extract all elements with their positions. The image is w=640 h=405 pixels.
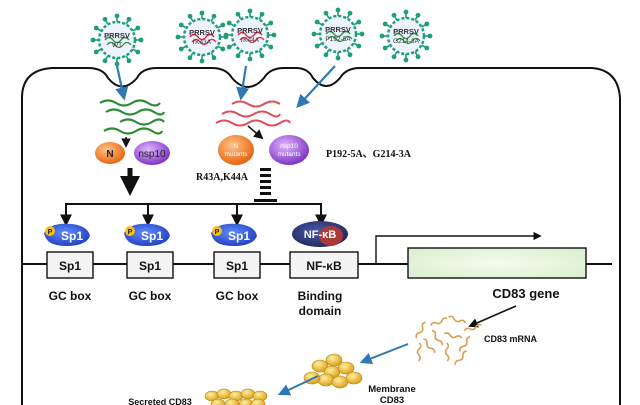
gc-box-label: GC box	[216, 289, 259, 303]
virus-entry-arrow	[296, 65, 336, 108]
nsp10-mutation-sites: P192-5A、G214-3A	[326, 149, 412, 160]
membrane-cd83-label-2: CD83	[380, 395, 404, 405]
svg-text:P: P	[128, 229, 133, 236]
n-protein-label: N	[106, 149, 113, 160]
translation-arrow	[247, 125, 264, 140]
sp1-factor: P Sp1	[211, 223, 257, 246]
virus-particles: PRRSVWTPRRSVrK43APRRSVrK44APRRSVP192-5AP…	[90, 7, 433, 67]
n-mutant-label-2: mutants	[224, 151, 248, 158]
n-mutant-label-1: N	[234, 143, 239, 150]
nsp10-protein-label: nsp10	[138, 149, 166, 160]
virus-label-line1: PRRSV	[237, 26, 263, 35]
virus-label-line2: rK43A	[193, 39, 212, 46]
n-mutation-sites: R43A,K44A	[196, 172, 249, 183]
svg-text:Sp1: Sp1	[141, 229, 163, 243]
sp1-factor: P Sp1	[44, 223, 90, 246]
activation-bracket	[65, 203, 322, 222]
svg-text:Sp1: Sp1	[228, 229, 250, 243]
secretion-arrow	[277, 375, 319, 396]
nfkb-box-label: NF-κB	[306, 259, 342, 273]
virus-particle: PRRSV rK44A	[223, 8, 277, 62]
inhibition-symbol	[254, 168, 277, 202]
sp1-box	[46, 251, 94, 279]
virus-label-line1: PRRSV	[189, 28, 215, 37]
virus-particle: PRRSV P192-5A	[311, 7, 365, 61]
viral-rna-mutant	[215, 100, 291, 127]
sp1-box-label: Sp1	[226, 259, 248, 273]
svg-text:P: P	[48, 229, 53, 236]
svg-text:NF-κB: NF-κB	[304, 229, 336, 241]
secreted-cd83-particles	[204, 388, 268, 405]
nfkb-factor: NF-κB	[292, 221, 348, 247]
virus-label-line1: PRRSV	[393, 27, 419, 36]
virus-label-line1: PRRSV	[104, 31, 130, 40]
cd83-gene-box	[407, 247, 587, 279]
gc-box-label: GC box	[49, 289, 92, 303]
sp1-box	[213, 251, 261, 279]
virus-label-line2: WT	[112, 42, 122, 49]
virus-label-line1: PRRSV	[325, 25, 351, 34]
gc-box-label: GC box	[129, 289, 172, 303]
n-protein-ellipse	[95, 142, 125, 164]
translation-arrow-cd83	[359, 343, 409, 365]
virus-entry-arrow	[115, 65, 129, 101]
nsp10-protein-ellipse	[134, 141, 170, 165]
virus-particle: PRRSV WT	[90, 13, 144, 67]
virus-label-line2: rK44A	[241, 37, 260, 44]
cd83-gene-label: CD83 gene	[492, 286, 559, 301]
virus-entry-arrow	[236, 65, 250, 101]
sp1-box	[126, 251, 174, 279]
membrane-cd83-label-1: Membrane	[368, 384, 416, 395]
secreted-cd83-label: Secreted CD83	[128, 397, 192, 405]
nsp10-mutant-label-1: nsp10	[280, 143, 298, 150]
nfkb-box	[289, 251, 359, 279]
transcription-arrow	[468, 305, 517, 328]
n-mutant-ellipse	[218, 135, 254, 165]
sp1-box-label: Sp1	[59, 259, 81, 273]
sp1-factor: P Sp1	[124, 223, 170, 246]
membrane-cd83-particles	[303, 353, 363, 389]
sp1-box-label: Sp1	[139, 259, 161, 273]
virus-particle: PRRSV G214-3A	[379, 9, 433, 63]
binding-domain-label-1: Binding	[298, 289, 343, 303]
nsp10-mutant-label-2: mutants	[277, 151, 301, 158]
nsp10-mutant-ellipse	[269, 135, 309, 165]
svg-text:Sp1: Sp1	[61, 229, 83, 243]
cd83-mrna-label: CD83 mRNA	[484, 334, 538, 344]
virus-particle: PRRSV rK43A	[175, 10, 229, 64]
binding-domain-label-2: domain	[299, 304, 342, 318]
virus-label-line2: G214-3A	[393, 38, 420, 45]
svg-text:P: P	[215, 229, 220, 236]
virus-label-line2: P192-5A	[325, 36, 351, 43]
cd83-mrna	[415, 315, 482, 365]
viral-rna-wt	[99, 99, 166, 135]
transcription-start-arrow	[375, 231, 542, 264]
